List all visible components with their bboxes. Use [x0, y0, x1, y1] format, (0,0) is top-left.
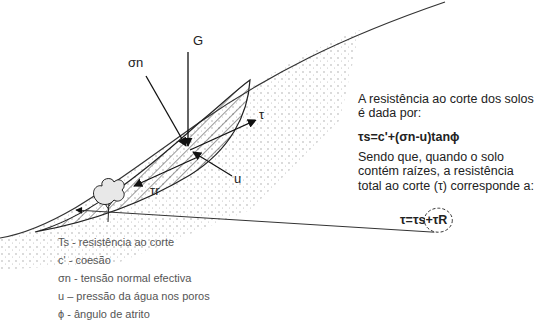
formula: τs=c'+(σn-u)tanϕ	[358, 130, 536, 144]
legend-text: σn - tensão normal efectiva	[58, 272, 278, 285]
force-symbol: u	[234, 172, 254, 187]
legend-text: c' - coesão	[58, 254, 278, 267]
leader-line	[76, 210, 434, 232]
pore-pressure-arrow	[193, 152, 232, 176]
force-symbol: G	[193, 34, 213, 49]
force-symbol: τ	[259, 108, 279, 123]
formula: τ=τs+τR	[400, 213, 447, 227]
legend-text: Ts - resistência ao corte	[58, 236, 278, 249]
explanation-text: Sendo que, quando o solo contém raízes, …	[358, 150, 536, 193]
normal-stress-arrow	[146, 76, 186, 146]
weight-arrow	[187, 52, 188, 146]
legend-text: u – pressão da água nos poros	[58, 290, 278, 303]
tree	[94, 179, 125, 222]
shear-arrow	[190, 120, 256, 150]
explanation-text: A resistência ao corte dos solos é dada …	[358, 92, 536, 121]
root-resistance-arrow	[134, 156, 200, 186]
force-symbol: τr	[150, 184, 172, 199]
soil-body	[0, 30, 360, 270]
sliding-mass	[35, 80, 250, 232]
legend-text: ϕ - ângulo de atrito	[58, 308, 278, 321]
force-symbol: σn	[128, 56, 152, 71]
